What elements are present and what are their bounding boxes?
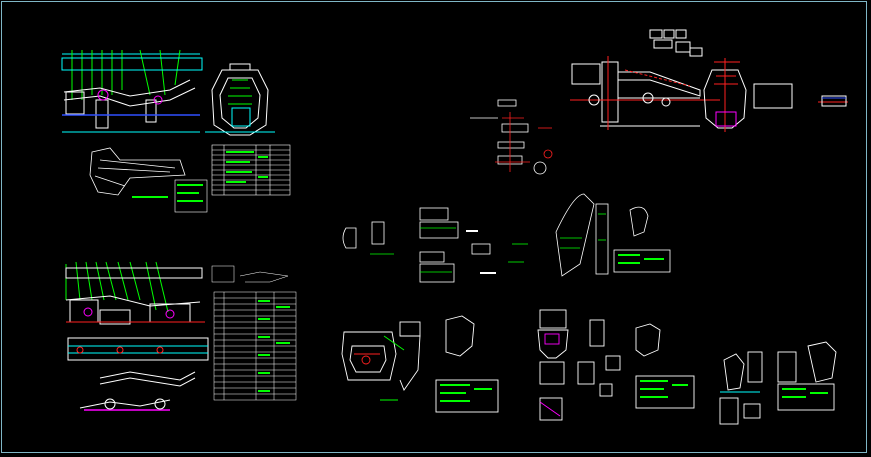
chute-section-view-3 (719, 341, 837, 425)
chute-section-view-2 (537, 309, 695, 421)
isometric-crusher-sketch (89, 147, 186, 196)
conveyor-section-view (65, 261, 209, 411)
feeder-assembly-view (570, 29, 848, 132)
hopper-detail-views (342, 207, 528, 283)
bill-of-materials-table-2 (211, 265, 297, 401)
bill-of-materials-table-1 (132, 144, 291, 213)
small-detail-views-top-center (470, 99, 553, 175)
conveyor-elevation-view (61, 49, 203, 133)
frame-side-view (555, 193, 671, 277)
chute-section-view-1 (341, 315, 499, 413)
crusher-front-view (205, 63, 275, 136)
